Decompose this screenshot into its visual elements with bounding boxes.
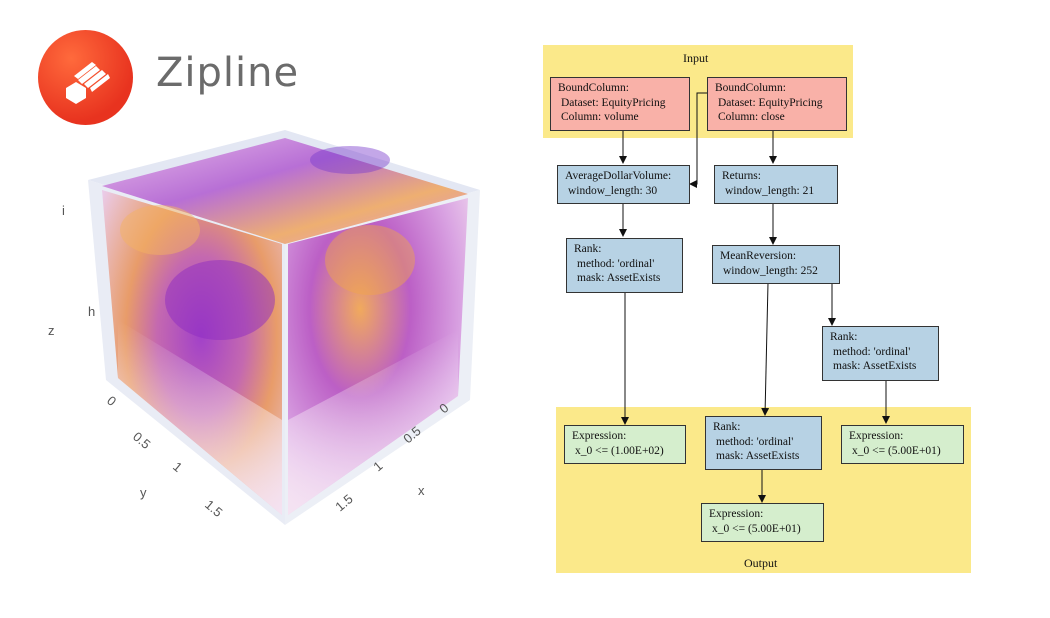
node-rank-3: Rank: method: 'ordinal' mask: AssetExist…: [705, 416, 822, 470]
edge: [761, 282, 770, 416]
node-line: method: 'ordinal': [577, 257, 655, 270]
node-expression-1: Expression: x_0 <= (1.00E+02): [564, 425, 686, 464]
node-line: Rank:: [574, 243, 602, 255]
y-axis-label: y: [140, 485, 147, 500]
volume-blob: [165, 260, 275, 340]
node-line: x_0 <= (5.00E+01): [852, 444, 941, 457]
node-line: method: 'ordinal': [833, 345, 911, 358]
volume-fade-left: [118, 320, 282, 515]
node-line: window_length: 21: [725, 184, 815, 197]
node-line: window_length: 30: [568, 184, 658, 197]
node-line: Column: close: [718, 111, 785, 123]
node-line: mask: AssetExists: [577, 272, 661, 284]
node-expression-3: Expression: x_0 <= (5.00E+01): [841, 425, 964, 464]
z-axis-label: z: [48, 323, 55, 338]
node-line: mask: AssetExists: [833, 360, 917, 372]
node-boundcolumn-volume: BoundColumn: Dataset: EquityPricing Colu…: [550, 77, 690, 131]
zipline-logo: [38, 30, 133, 125]
volume-blob: [120, 205, 200, 255]
node-line: x_0 <= (1.00E+02): [575, 444, 664, 457]
output-cluster-label: Output: [744, 556, 778, 570]
volume-blob: [310, 146, 390, 174]
node-line: Dataset: EquityPricing: [718, 96, 823, 109]
node-line: BoundColumn:: [715, 82, 786, 94]
node-line: Rank:: [830, 331, 858, 343]
node-line: AverageDollarVolume:: [565, 170, 672, 182]
node-line: method: 'ordinal': [716, 435, 794, 448]
brand-name: Zipline: [156, 50, 300, 96]
node-line: x_0 <= (5.00E+01): [712, 522, 801, 535]
3d-volume-plot: i h z 0 0.5 1 1.5 y 0 0.5 1 1.5 x: [48, 130, 480, 525]
node-meanreversion: MeanReversion: window_length: 252: [712, 245, 840, 284]
node-rank-2: Rank: method: 'ordinal' mask: AssetExist…: [822, 326, 939, 381]
node-line: Dataset: EquityPricing: [561, 96, 666, 109]
node-line: Returns:: [722, 170, 761, 182]
volume-blob: [325, 225, 415, 295]
node-rank-1: Rank: method: 'ordinal' mask: AssetExist…: [566, 238, 683, 293]
node-line: Rank:: [713, 421, 741, 433]
node-line: MeanReversion:: [720, 250, 797, 262]
volume-fade-right: [288, 330, 458, 515]
edge: [689, 92, 710, 188]
node-line: Expression:: [849, 430, 904, 442]
node-line: BoundColumn:: [558, 82, 629, 94]
node-returns: Returns: window_length: 21: [714, 165, 838, 204]
node-line: mask: AssetExists: [716, 450, 800, 462]
node-expression-2: Expression: x_0 <= (5.00E+01): [701, 503, 824, 542]
node-line: Column: volume: [561, 111, 639, 123]
x-axis-label: x: [418, 483, 425, 498]
node-boundcolumn-close: BoundColumn: Dataset: EquityPricing Colu…: [707, 77, 847, 131]
z-tick-label: i: [62, 203, 65, 218]
input-cluster-label: Input: [683, 51, 709, 65]
zipline-logo-mark-icon: [66, 62, 110, 104]
node-line: window_length: 252: [723, 264, 818, 277]
node-line: Expression:: [709, 508, 764, 520]
volume-top: [102, 138, 468, 244]
node-line: Expression:: [572, 430, 627, 442]
node-averagedollarvolume: AverageDollarVolume: window_length: 30: [557, 165, 690, 204]
z-tick-label: h: [88, 304, 95, 319]
